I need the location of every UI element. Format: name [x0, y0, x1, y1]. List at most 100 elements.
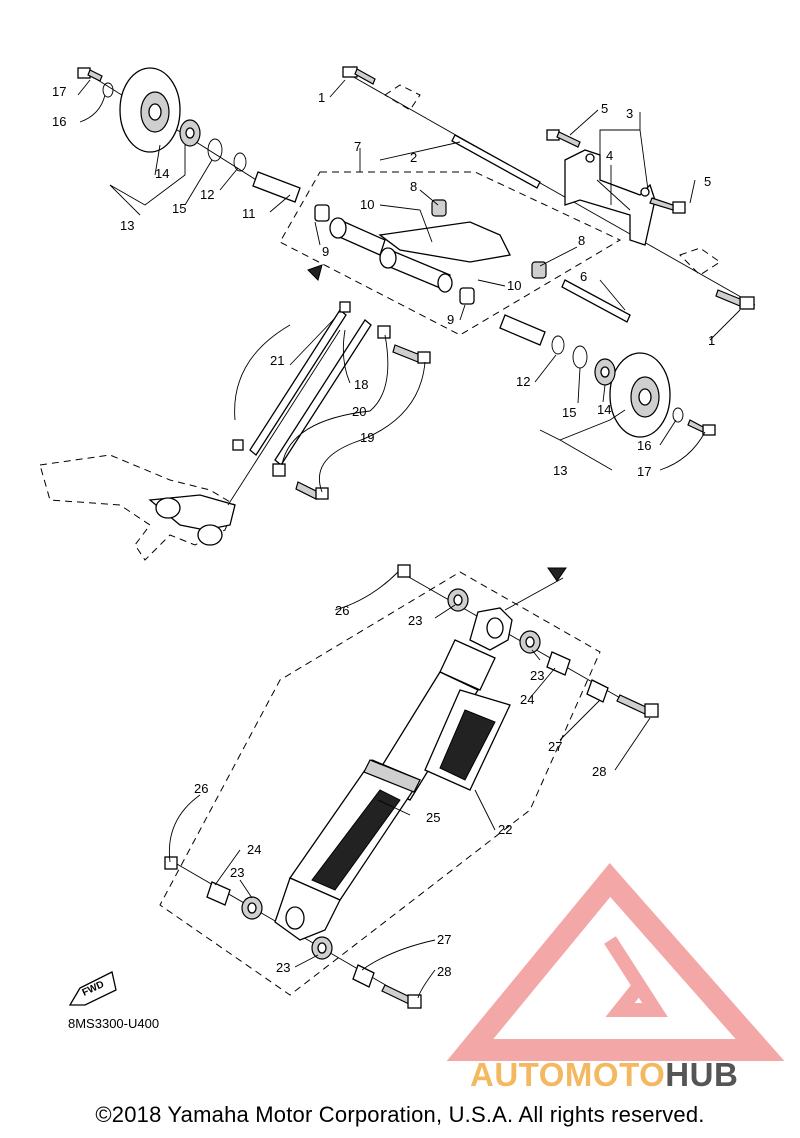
- washer-16-left: [102, 82, 114, 98]
- watermark-moto: MOTO: [564, 1056, 666, 1093]
- callout-12-left: 12: [200, 187, 214, 202]
- callout-13-left: 13: [120, 218, 134, 233]
- nut-26-top: [397, 564, 411, 578]
- wheel-13-left: [119, 67, 181, 153]
- callout-24-bottom: 24: [247, 842, 261, 857]
- callout-10-b: 10: [507, 278, 521, 293]
- bushing-23-top-left: [447, 588, 469, 612]
- copyright-notice: ©2018 Yamaha Motor Corporation, U.S.A. A…: [95, 1102, 705, 1127]
- bolt-28-bottom: [381, 984, 422, 1009]
- callout-9-a: 9: [322, 244, 329, 259]
- callout-19: 19: [360, 430, 374, 445]
- callout-9-b: 9: [447, 312, 454, 327]
- bolt-19-a: [392, 344, 431, 364]
- watermark-hub: HUB: [665, 1056, 739, 1093]
- callout-26-top: 26: [335, 603, 349, 618]
- callout-5-right: 5: [704, 174, 711, 189]
- shaft-2: [451, 134, 541, 189]
- callout-17-left: 17: [52, 84, 66, 99]
- frame-reference-sketch: [39, 329, 341, 561]
- callout-21: 21: [270, 353, 284, 368]
- callout-28-bottom: 28: [437, 964, 451, 979]
- callout-23-top-left: 23: [408, 613, 422, 628]
- bolt-5-right: [649, 197, 686, 214]
- callout-23-bottom-left: 23: [230, 865, 244, 880]
- bushing-9-a: [314, 204, 330, 222]
- callout-23-bottom-right: 23: [276, 960, 290, 975]
- callout-1-top: 1: [318, 90, 325, 105]
- callout-7: 7: [354, 139, 361, 154]
- callout-18: 18: [354, 377, 368, 392]
- automotohub-logo-icon: [446, 863, 785, 1061]
- callout-23-top-right: 23: [530, 668, 544, 683]
- bushing-23-bottom-right: [311, 936, 333, 960]
- collar-11-left: [252, 171, 301, 203]
- bushing-23-bottom-left: [241, 896, 263, 920]
- washer-16-right: [672, 407, 684, 423]
- callout-14-left: 14: [155, 166, 169, 181]
- callout-22: 22: [498, 822, 512, 837]
- collar-11-right: [499, 314, 546, 346]
- callout-20: 20: [352, 404, 366, 419]
- callout-28-top: 28: [592, 764, 606, 779]
- bolt-19-b: [295, 481, 329, 500]
- shaft-6: [561, 279, 631, 323]
- callout-16-left: 16: [52, 114, 66, 129]
- callout-15-right: 15: [562, 405, 576, 420]
- wheel-13-right: [609, 352, 671, 438]
- callout-15-left: 15: [172, 201, 186, 216]
- bearing-14-right: [594, 358, 616, 386]
- callout-16-right: 16: [637, 438, 651, 453]
- leader-lines: [77, 79, 741, 999]
- callout-27-bottom: 27: [437, 932, 451, 947]
- collar-27-bottom: [352, 964, 375, 988]
- callout-25: 25: [426, 810, 440, 825]
- callout-5-top: 5: [601, 101, 608, 116]
- callout-3: 3: [626, 106, 633, 121]
- callout-8-a: 8: [410, 179, 417, 194]
- watermark-text: AUTOMOTOHUB: [470, 1056, 738, 1094]
- bolt-17-left: [77, 67, 103, 82]
- group-box-22: [159, 571, 601, 996]
- fwd-arrow-icon: FWD: [68, 971, 117, 1006]
- callout-4: 4: [606, 148, 613, 163]
- watermark-auto: AUTO: [470, 1056, 565, 1093]
- callout-14-right: 14: [597, 402, 611, 417]
- collar-27-top: [586, 679, 609, 703]
- callout-27-top: 27: [548, 739, 562, 754]
- callout-13-right: 13: [553, 463, 567, 478]
- callout-labels: 1 1 2 3 4 5 5 6 7 8 8 9 9 10 10 11 12 12…: [52, 84, 715, 979]
- callout-26-bottom: 26: [194, 781, 208, 796]
- nut-26-bottom: [164, 856, 178, 870]
- collar-20-a: [377, 325, 391, 339]
- callout-1-right: 1: [708, 333, 715, 348]
- nut-21-b: [232, 439, 244, 451]
- bolt-1-right: [715, 289, 755, 310]
- diagram-code: 8MS3300-U400: [68, 1016, 160, 1031]
- bracket-3: [564, 149, 656, 246]
- washer-12-left: [233, 152, 247, 172]
- circlip-15-right: [572, 345, 588, 369]
- callout-24-top: 24: [520, 692, 534, 707]
- bolt-1-top: [342, 66, 376, 85]
- group-box-7: [279, 171, 622, 336]
- bearing-14-left: [179, 119, 201, 147]
- washer-12-right: [551, 335, 565, 355]
- bolt-17-right: [687, 419, 716, 436]
- callout-17-right: 17: [637, 464, 651, 479]
- bushing-8-b: [531, 261, 547, 279]
- nut-21-a: [339, 301, 351, 313]
- bolt-28-top: [616, 694, 659, 718]
- bushing-23-top-right: [519, 630, 541, 654]
- link-rod-18: [249, 309, 372, 466]
- circlip-15-left: [207, 138, 223, 162]
- bushing-9-b: [459, 287, 475, 305]
- callout-10-a: 10: [360, 197, 374, 212]
- callout-6: 6: [580, 269, 587, 284]
- bolt-5-left: [546, 129, 581, 148]
- shock-absorber-25: [274, 607, 513, 941]
- arrow-marker-upper: [307, 264, 323, 281]
- callout-2: 2: [410, 150, 417, 165]
